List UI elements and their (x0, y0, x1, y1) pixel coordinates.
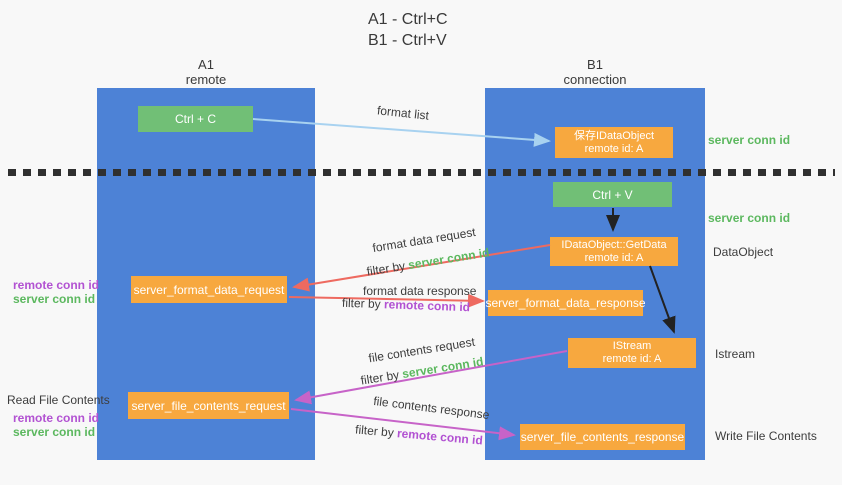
write-file-contents-label: Write File Contents (715, 429, 817, 443)
title-line-1: A1 - Ctrl+C (368, 11, 448, 28)
lane-b1-name: B1 (587, 57, 603, 72)
server-format-data-response-node: server_format_data_response (485, 290, 646, 316)
ctrl-c-node: Ctrl + C (138, 106, 253, 132)
server-format-data-request-node: server_format_data_request (131, 276, 287, 303)
server-conn-id-mid-label: server conn id (708, 211, 791, 225)
ctrl-v-label: Ctrl + V (592, 187, 633, 202)
remote-conn-id-file-label: remote conn id (13, 411, 100, 425)
remote-conn-id-format-label: remote conn id (13, 278, 100, 292)
getdata-to-istream-arrow (649, 265, 676, 334)
format-data-response-arrow (288, 293, 485, 308)
diagram-title: A1 - Ctrl+C B1 - Ctrl+V (368, 9, 448, 51)
lane-b1-role: connection (563, 72, 627, 87)
lane-a1-role: remote (185, 72, 227, 87)
lane-header-a1: A1 remote (97, 57, 315, 87)
format-data-response-label: format data response (363, 284, 477, 298)
save-idataobject-node: 保存IDataObject remote id: A (555, 127, 673, 158)
istream-line2: remote id: A (602, 353, 662, 365)
ctrl-v-node: Ctrl + V (553, 182, 672, 207)
server-format-data-request-label: server_format_data_request (133, 282, 285, 297)
read-file-contents-label: Read File Contents (7, 393, 110, 407)
server-file-contents-response-node: server_file_contents_response (520, 424, 685, 450)
ctrl-c-label: Ctrl + C (174, 112, 216, 126)
format-list-arrow (252, 118, 551, 147)
save-idataobject-line2: remote id: A (584, 142, 644, 155)
save-idataobject-line1: 保存IDataObject (573, 129, 655, 142)
idataobject-getdata-node: IDataObject::GetData remote id: A (550, 237, 678, 266)
server-file-contents-request-label: server_file_contents_request (131, 398, 286, 413)
lane-header-b1: B1 connection (485, 57, 705, 87)
file-contents-request-arrow (294, 350, 568, 405)
format-data-request-arrow (292, 244, 551, 292)
istream-node: IStream remote id: A (568, 338, 696, 368)
istream-margin-label: Istream (715, 347, 756, 361)
server-file-contents-response-label: server_file_contents_response (520, 430, 685, 444)
server-conn-id-format-label: server conn id (13, 292, 96, 306)
lane-a1-name: A1 (198, 57, 214, 72)
istream-line1: IStream (612, 340, 652, 352)
getdata-line2: remote id: A (584, 251, 644, 264)
server-file-contents-request-node: server_file_contents_request (128, 392, 289, 419)
getdata-line1: IDataObject::GetData (561, 238, 667, 251)
filter-by-prefix: filter by (341, 295, 385, 312)
server-conn-id-top-label: server conn id (708, 133, 791, 147)
file-contents-response-arrow (290, 408, 516, 441)
dataobject-label: DataObject (713, 245, 774, 259)
session-divider-line (8, 169, 835, 176)
server-format-data-response-label: server_format_data_response (485, 296, 646, 310)
remote-conn-id-value: remote conn id (383, 297, 471, 315)
title-line-2: B1 - Ctrl+V (368, 32, 447, 49)
server-conn-id-file-label: server conn id (13, 425, 96, 439)
